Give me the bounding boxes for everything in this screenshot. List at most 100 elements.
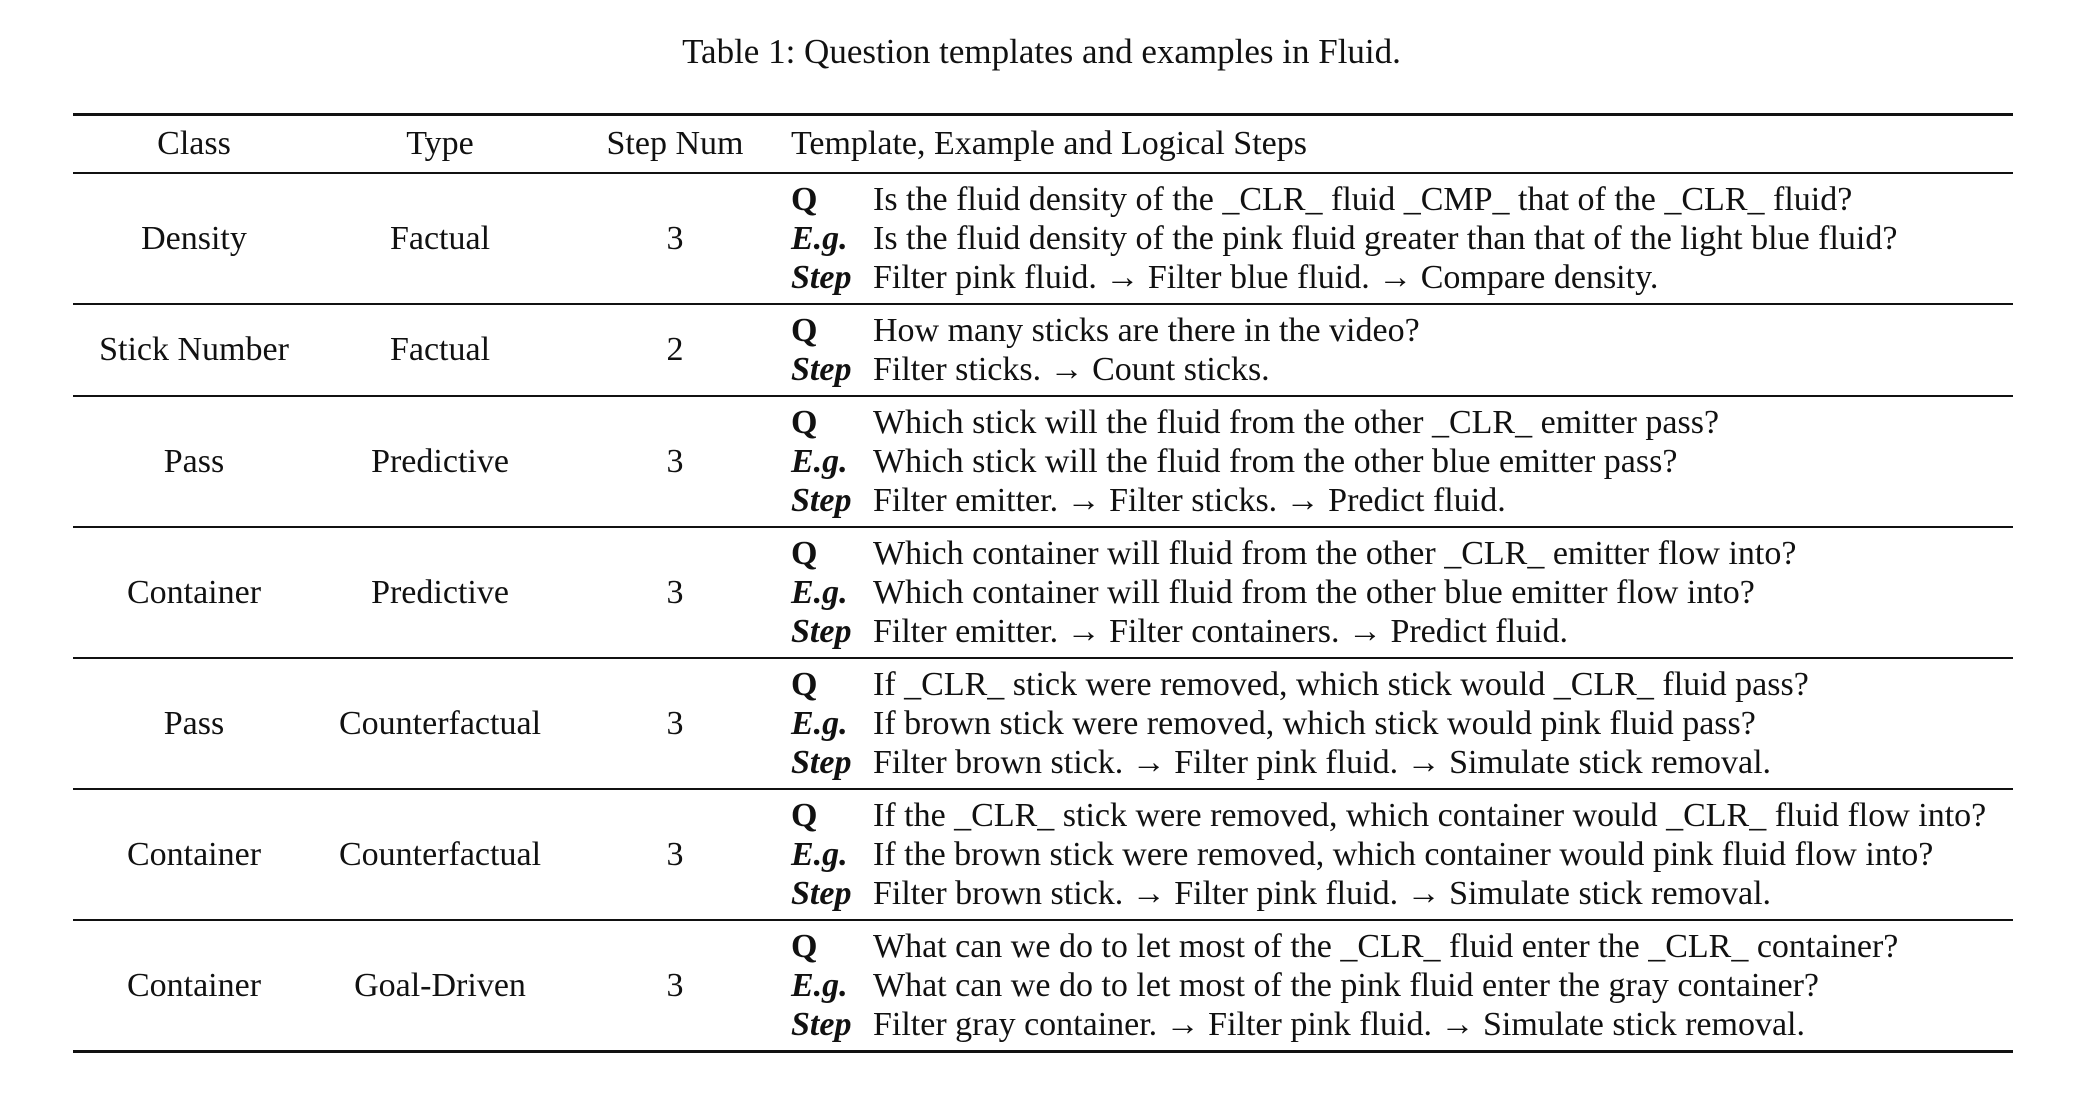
cell-template: Q What can we do to let most of the _CLR_… [785,920,2013,1052]
cell-template: Q Which container will fluid from the oth… [785,527,2013,658]
line-text: If _CLR_ stick were removed, which stick… [873,666,1809,703]
line-tag: Q [791,928,818,965]
cell-class: Container [126,966,262,1004]
line-tag: Step [791,875,852,912]
line-text: What can we do to let most of the pink f… [873,967,1820,1004]
line-text: Which stick will the fluid from the othe… [873,443,1678,480]
line-text: If the brown stick were removed, which c… [873,836,1934,873]
header-type: Type [406,125,474,162]
table-row: Container Goal-Driven 3 Q What can we do to … [73,920,2013,1052]
template-lines: Q Which container will fluid from the oth… [791,528,2013,657]
template-line: Q Which container will fluid from the oth… [791,534,2013,573]
cell-type: Predictive [371,442,509,480]
line-text: Is the fluid density of the pink fluid g… [873,220,1898,257]
line-text: Filter emitter. → Filter containers. → P… [873,613,1568,650]
line-text: Filter pink fluid. → Filter blue fluid. … [873,259,1659,296]
cell-class: Density [141,219,247,257]
line-text: Filter emitter. → Filter sticks. → Predi… [873,482,1506,519]
line-tag: Q [791,535,818,572]
template-line: Q How many sticks are there in the video? [791,311,2013,350]
cell-step-num: 2 [666,331,684,368]
line-tag: Step [791,482,852,519]
line-tag: Step [791,1006,852,1043]
template-line: E.g. Which stick will the fluid from the … [791,442,2013,481]
line-text: If the _CLR_ stick were removed, which c… [873,797,1987,834]
table-caption: Table 1: Question templates and examples… [682,32,1401,71]
template-line: Step Filter emitter. → Filter sticks. → P… [791,481,2013,520]
cell-type: Goal-Driven [354,966,526,1004]
template-line: Q What can we do to let most of the _CLR_… [791,927,2013,966]
header-step-num: Step Num [606,125,744,162]
template-lines: Q Which stick will the fluid from the oth… [791,397,2013,526]
template-lines: Q If _CLR_ stick were removed, which stic… [791,659,2013,788]
line-tag: E.g. [791,836,848,873]
line-text: Filter gray container. → Filter pink flu… [873,1006,1805,1043]
cell-template: Q Which stick will the fluid from the oth… [785,396,2013,527]
line-text: If brown stick were removed, which stick… [873,705,1756,742]
line-tag: Q [791,666,818,703]
line-text: Which container will fluid from the othe… [873,574,1755,611]
cell-type: Factual [389,219,491,257]
template-line: Step Filter brown stick. → Filter pink fl… [791,874,2013,913]
table-row: Container Predictive 3 Q Which container wil… [73,527,2013,658]
line-text: Which container will fluid from the othe… [873,535,1797,572]
line-tag: E.g. [791,443,848,480]
template-line: Step Filter gray container. → Filter pink… [791,1005,2013,1044]
cell-class: Stick Number [99,331,289,368]
line-tag: Step [791,351,852,388]
cell-step-num: 3 [666,835,684,873]
cell-template: Q How many sticks are there in the video?… [785,304,2013,396]
cell-step-num: 3 [666,573,684,611]
line-text: Is the fluid density of the _CLR_ fluid … [873,181,1853,218]
line-tag: Q [791,312,818,349]
line-text: Filter brown stick. → Filter pink fluid.… [873,875,1772,912]
cell-step-num: 3 [666,704,684,742]
cell-type: Counterfactual [338,704,542,742]
line-tag: E.g. [791,967,848,1004]
template-line: E.g. Is the fluid density of the pink flu… [791,219,2013,258]
cell-class: Container [126,835,262,873]
header-row: Class Type Step Num Template, Example an… [73,114,2013,173]
question-templates-table: Class Type Step Num Template, Example an… [73,113,2013,1053]
cell-type: Counterfactual [338,835,542,873]
cell-step-num: 3 [666,442,684,480]
table-header: Class Type Step Num Template, Example an… [73,114,2013,173]
line-tag: E.g. [791,574,848,611]
cell-type: Predictive [371,573,509,611]
table-row: Stick Number Factual 2 Q How many sticks are… [73,304,2013,396]
template-lines: Q What can we do to let most of the _CLR_… [791,921,2013,1050]
template-lines: Q How many sticks are there in the video?… [791,305,2013,395]
line-tag: E.g. [791,705,848,742]
line-tag: E.g. [791,220,848,257]
line-text: What can we do to let most of the _CLR_ … [873,928,1899,965]
template-line: Step Filter emitter. → Filter containers.… [791,612,2013,651]
line-tag: Q [791,404,818,441]
cell-step-num: 3 [666,966,684,1004]
template-line: Step Filter pink fluid. → Filter blue flu… [791,258,2013,297]
template-line: E.g. If the brown stick were removed, whi… [791,835,2013,874]
line-tag: Step [791,613,852,650]
template-line: E.g. What can we do to let most of the pi… [791,966,2013,1005]
line-text: Filter sticks. → Count sticks. [873,351,1270,388]
cell-type: Factual [389,331,491,368]
cell-class: Container [126,573,262,611]
line-tag: Step [791,259,852,296]
line-text: How many sticks are there in the video? [873,312,1420,349]
template-line: E.g. Which container will fluid from the … [791,573,2013,612]
line-tag: Step [791,744,852,781]
template-line: E.g. If brown stick were removed, which s… [791,704,2013,743]
